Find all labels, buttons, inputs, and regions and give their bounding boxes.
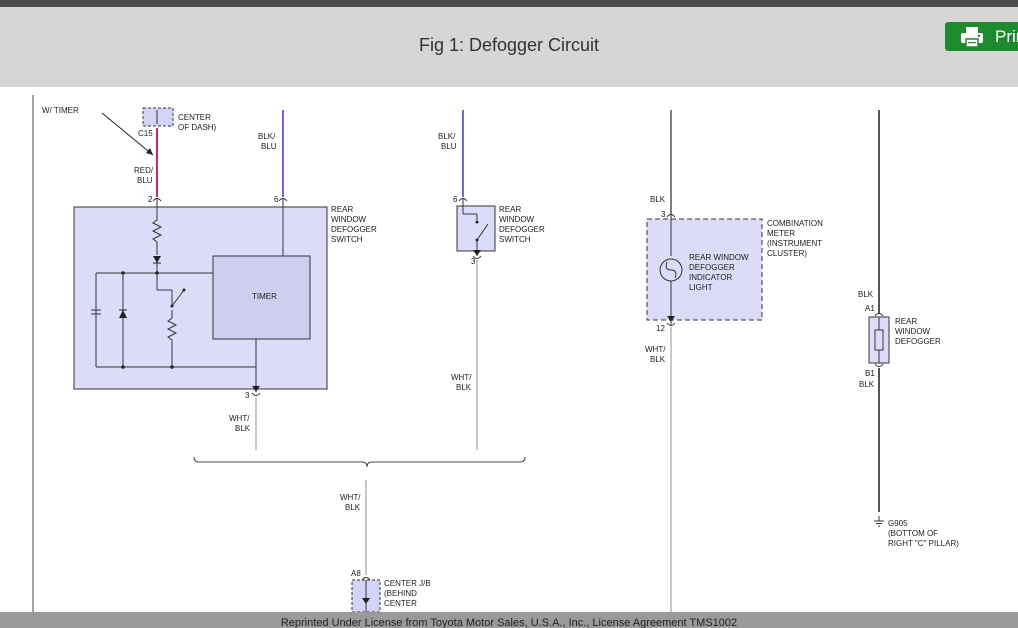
- pin-a1-label: A1: [865, 304, 875, 313]
- wire-blk-bottom-label: BLK: [859, 380, 875, 389]
- jb-behind-label-2: CENTER: [384, 599, 417, 608]
- ps-blade: [476, 223, 489, 241]
- jb-center-dash-line2: OF DASH): [178, 123, 217, 132]
- wire-wht-blk-b-label-1: WHT/: [451, 373, 472, 382]
- ps-arrow: [473, 250, 481, 256]
- wire-wht-blk-c-label-2: BLK: [345, 503, 361, 512]
- wire-blk-meter-label: BLK: [650, 195, 666, 204]
- wire-wht-blk-d-label-2: BLK: [650, 355, 666, 364]
- ground-label-1: (BOTTOM OF: [888, 529, 938, 538]
- wire-blk-blu-a-label-2: BLU: [261, 142, 277, 151]
- pin-a1-terminal: [874, 313, 884, 317]
- indicator-filament: [665, 261, 677, 279]
- indicator-label-3: LIGHT: [689, 283, 713, 292]
- switch-timer-label-3: SWITCH: [331, 235, 363, 244]
- license-text: Reprinted Under License from Toyota Moto…: [280, 617, 738, 628]
- ground-symbol: [874, 516, 884, 527]
- w-timer-label: W/ TIMER: [42, 106, 79, 115]
- pin-12-terminal: [666, 322, 676, 326]
- meter-label-2: (INSTRUMENT: [767, 239, 822, 248]
- node-3: [121, 365, 125, 369]
- print-label: Print: [995, 26, 1018, 46]
- pin-2-label: 2: [148, 195, 153, 204]
- connector-c15-label: C15: [138, 129, 153, 138]
- leader-arrowhead: [146, 148, 153, 155]
- switch-plain-label-2: DEFOGGER: [499, 225, 545, 234]
- jb-behind-label-0: CENTER J/B: [384, 579, 431, 588]
- wire-wht-blk-c-label-1: WHT/: [340, 493, 361, 502]
- wire-wht-blk-d-label-1: WHT/: [645, 345, 666, 354]
- wire-wht-blk-a-label-2: BLK: [235, 424, 251, 433]
- contact-blade: [171, 289, 185, 307]
- pin-3c-terminal: [666, 214, 676, 218]
- wire-blk-top-label: BLK: [858, 290, 874, 299]
- pin-6a-label: 6: [274, 195, 279, 204]
- timer-arrow: [252, 386, 260, 392]
- jb-behind-label-1: (BEHIND: [384, 589, 417, 598]
- wire-wht-blk-b-label-2: BLK: [456, 383, 472, 392]
- defogger-circuit-diagram: W/ TIMER CENTER OF DASH) C15 RED/ BLU BL…: [32, 95, 959, 612]
- wire-red-blu-label-1: RED/: [134, 166, 154, 175]
- diode-top: [153, 256, 161, 263]
- meter-label-0: COMBINATION: [767, 219, 823, 228]
- timer-label: TIMER: [252, 292, 277, 301]
- leader-arrow-line: [101, 112, 154, 156]
- wire-wht-blk-a-label-1: WHT/: [229, 414, 250, 423]
- switch-plain-label-3: SWITCH: [499, 235, 531, 244]
- resistor-top: [151, 212, 163, 255]
- defogger-label-1: WINDOW: [895, 327, 931, 336]
- ground-label-0: G905: [888, 519, 908, 528]
- indicator-label-1: DEFOGGER: [689, 263, 735, 272]
- switch-timer-label-2: DEFOGGER: [331, 225, 377, 234]
- wire-blk-blu-b-label-1: BLK/: [438, 132, 456, 141]
- pin-3b-terminal: [472, 255, 482, 259]
- switch-timer-label-1: WINDOW: [331, 215, 367, 224]
- pin-12-label: 12: [656, 324, 665, 333]
- indicator-label-0: REAR WINDOW: [689, 253, 749, 262]
- pin-6b-label: 6: [453, 195, 458, 204]
- defogger-label-2: DEFOGGER: [895, 337, 941, 346]
- jb-behind-arrow: [362, 598, 370, 604]
- zener-diode: [119, 310, 127, 318]
- page-title: Fig 1: Defogger Circuit: [418, 35, 600, 55]
- pin-3a-label: 3: [245, 391, 250, 400]
- pin-3a-terminal: [251, 392, 261, 396]
- ps-contact-1: [475, 220, 479, 224]
- pin-3c-label: 3: [661, 210, 666, 219]
- meter-arrow: [667, 316, 675, 322]
- wire-merge-brace: [193, 456, 526, 468]
- meter-label-3: CLUSTER): [767, 249, 807, 258]
- defogger-label-0: REAR: [895, 317, 917, 326]
- printer-icon: [961, 26, 983, 48]
- wire-blk-blu-b-label-2: BLU: [441, 142, 457, 151]
- pin-a8-terminal: [361, 577, 371, 581]
- header-bar: Fig 1: Defogger Circuit: [0, 7, 1018, 87]
- license-footer: Reprinted Under License from Toyota Moto…: [0, 612, 1018, 628]
- combination-meter-block: [646, 218, 763, 321]
- timer-box: [212, 255, 311, 340]
- wire-red-blu-label-2: BLU: [137, 176, 153, 185]
- pin-3b-label: 3: [471, 257, 476, 266]
- pin-b1-label: B1: [865, 369, 875, 378]
- indicator-label-2: INDICATOR: [689, 273, 732, 282]
- switch-plain-label-1: WINDOW: [499, 215, 535, 224]
- meter-label-1: METER: [767, 229, 795, 238]
- node-4: [170, 365, 174, 369]
- pin-b1-terminal: [874, 363, 884, 367]
- wire-blk-blu-a-label-1: BLK/: [258, 132, 276, 141]
- jb-center-dash-line1: CENTER: [178, 113, 211, 122]
- contact-point-2: [182, 288, 186, 292]
- jb-center-dash-connector: [142, 107, 174, 127]
- switch-timer-label-0: REAR: [331, 205, 353, 214]
- switch-plain-label-0: REAR: [499, 205, 521, 214]
- window-top-strip: [0, 0, 1018, 7]
- resistor-bottom: [166, 310, 178, 367]
- pin-a8-label: A8: [351, 569, 361, 578]
- print-button[interactable]: Print: [945, 22, 1018, 51]
- ground-label-2: RIGHT "C" PILLAR): [888, 539, 959, 548]
